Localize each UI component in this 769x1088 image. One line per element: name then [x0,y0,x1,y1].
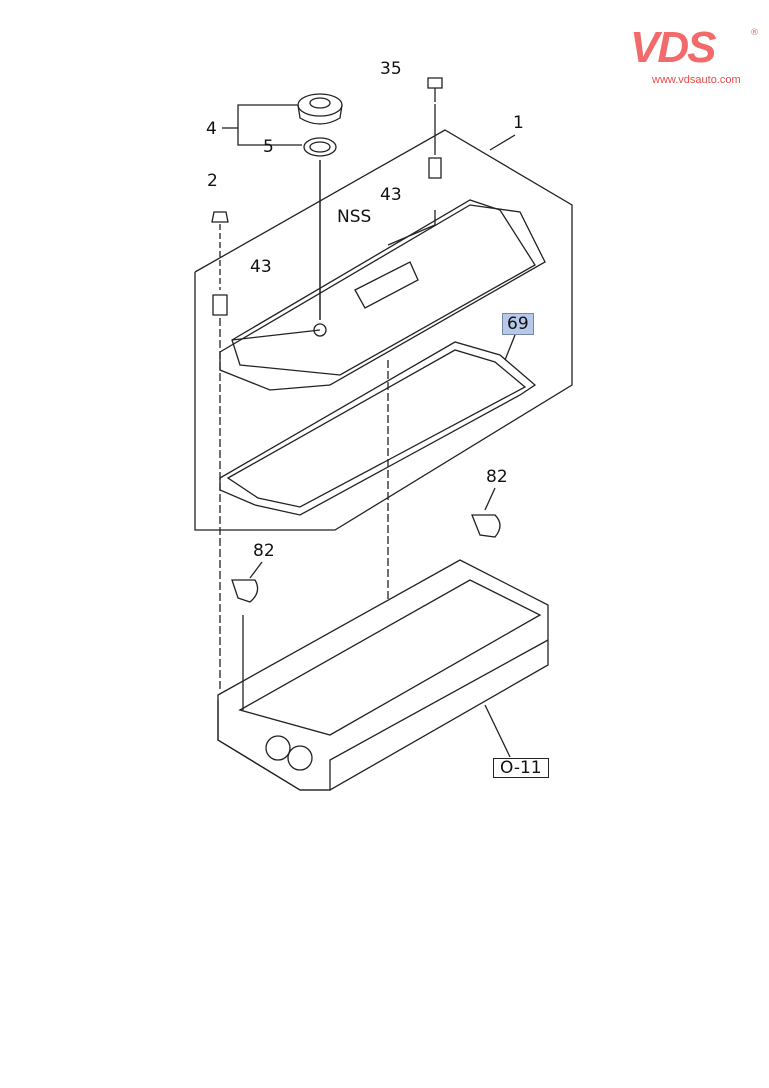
grommet-43-left [212,294,228,316]
grommet-43-top [428,157,442,179]
callout-82-right: 82 [486,467,508,487]
cylinder-head [217,559,549,791]
callout-5: 5 [263,137,274,157]
bolt-35 [427,77,443,102]
assembly-frame [194,129,573,531]
callout-69[interactable]: 69 [502,313,534,335]
reference-o-11[interactable]: O-11 [493,758,549,778]
gasket-69 [219,341,537,516]
callout-35: 35 [380,59,402,79]
vds-logo: VDS ® www.vdsauto.com [630,23,760,87]
logo-mark: VDS [630,23,716,72]
callout-2: 2 [207,171,218,191]
logo-url: www.vdsauto.com [652,74,741,86]
callout-43-left: 43 [250,257,272,277]
callout-82-left: 82 [253,541,275,561]
cylinder-head-cover [219,199,546,391]
oil-filler-cap [297,93,343,157]
registered-mark: ® [750,28,759,38]
callout-4: 4 [206,119,217,139]
callout-nss: NSS [337,207,372,227]
half-moon-plug-left [231,579,259,603]
nut-2 [211,211,229,223]
callout-1: 1 [513,113,524,133]
half-moon-plug-right [471,514,501,538]
callout-43-top: 43 [380,185,402,205]
